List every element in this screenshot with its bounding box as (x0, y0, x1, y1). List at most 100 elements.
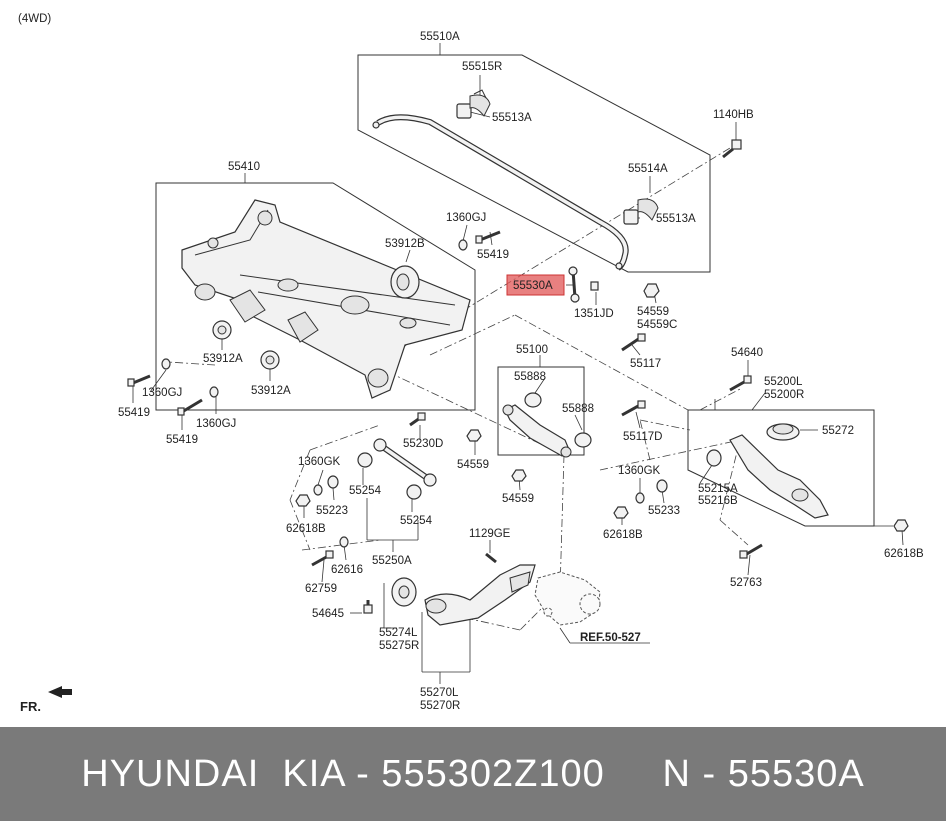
trailing-link-55250A (373, 438, 437, 487)
bolt-55117D (621, 400, 646, 417)
label-55514A: 55514A (628, 163, 668, 175)
lower-arm-55200 (729, 434, 829, 519)
label-62618B-mid: 62618B (603, 529, 643, 541)
label-1360GJ-bottom: 1360GJ (196, 418, 236, 430)
bolt-54640 (729, 375, 752, 392)
label-52763: 52763 (730, 577, 762, 589)
bushing-55888-a (524, 392, 542, 408)
label-55419-left: 55419 (118, 407, 150, 419)
front-arrow-icon (48, 686, 72, 698)
stabilizer-bar (372, 114, 629, 271)
label-1129GE: 1129GE (469, 528, 511, 540)
nut-54559-upper (643, 283, 660, 298)
label-53912A-left: 53912A (203, 353, 243, 365)
trailing-arm-55270 (424, 564, 536, 626)
bolts-55419 (127, 230, 501, 416)
parts-diagram-svg: (4WD) 55510A 55515R 55513A 1140HB 55514A… (18, 13, 924, 714)
label-1360GJ-top: 1360GJ (446, 212, 486, 224)
bolt-55230D (409, 412, 426, 427)
label-55200R: 55200R (764, 389, 804, 401)
label-55419-top: 55419 (477, 249, 509, 261)
label-55419-bottom: 55419 (166, 434, 198, 446)
label-54640: 54640 (731, 347, 763, 359)
label-62759: 62759 (305, 583, 337, 595)
label-55888-a: 55888 (514, 371, 546, 383)
crossmember-55410 (181, 199, 471, 399)
bushing-55888-b (574, 432, 592, 448)
label-54559C: 54559C (637, 319, 677, 331)
bushing-55274L (391, 577, 417, 607)
stabilizer-bushing-upper (456, 89, 491, 119)
part-number-banner: HYUNDAI KIA - 555302Z100 N - 55530A (0, 727, 946, 821)
label-55117: 55117 (630, 358, 661, 370)
bolt-52763 (739, 543, 763, 559)
variant-label: (4WD) (18, 13, 51, 25)
label-55233: 55233 (648, 505, 680, 517)
stabilizer-box (357, 54, 711, 273)
label-55100: 55100 (516, 344, 548, 356)
label-1140HB: 1140HB (713, 109, 754, 121)
label-62618B-left: 62618B (286, 523, 326, 535)
label-55275R: 55275R (379, 640, 419, 652)
control-arm-box (497, 366, 585, 456)
spring-seat-55272 (766, 423, 800, 441)
label-62618B-right: 62618B (884, 548, 924, 560)
label-55510A: 55510A (420, 31, 460, 43)
label-54559-low: 54559 (502, 493, 534, 505)
part-labels: (4WD) 55510A 55515R 55513A 1140HB 55514A… (18, 13, 924, 714)
label-55254-a: 55254 (349, 485, 382, 497)
label-53912B: 53912B (385, 238, 425, 250)
label-1360GK-left: 1360GK (298, 456, 341, 468)
lower-arm-box (687, 409, 875, 527)
washer-55223 (327, 475, 339, 489)
label-55513A-lower: 55513A (656, 213, 696, 225)
nuts-54559 (466, 429, 527, 482)
label-55274L: 55274L (379, 627, 418, 639)
highlight-box (506, 274, 565, 296)
label-front: FR. (20, 699, 41, 714)
label-55223: 55223 (316, 505, 348, 517)
bolt-62759 (311, 550, 334, 567)
label-55270R: 55270R (420, 700, 460, 712)
control-arm-55100 (502, 404, 572, 458)
label-1360GK-right: 1360GK (618, 465, 661, 477)
washers-1360GK (313, 484, 645, 504)
label-54645: 54645 (312, 608, 344, 620)
bolt-54645 (363, 600, 373, 614)
label-55515R: 55515R (462, 61, 502, 73)
label-55272: 55272 (822, 425, 854, 437)
label-55530A: 55530A (513, 280, 553, 292)
bolt-55117 (621, 333, 646, 352)
label-55270L: 55270L (420, 687, 459, 699)
bushings-55254 (357, 452, 422, 500)
bolt-1140HB (722, 139, 742, 159)
nuts-62618B (295, 494, 909, 532)
stabilizer-bushing-lower (623, 198, 659, 225)
bushing-53912A-left (212, 320, 232, 340)
label-ref-50-527: REF.50-527 (580, 632, 641, 644)
group-boxes (155, 54, 875, 527)
washer-55233 (656, 479, 668, 493)
label-53912A-right: 53912A (251, 385, 291, 397)
stabilizer-link-55530A (568, 266, 599, 303)
label-55200L: 55200L (764, 376, 803, 388)
washer-62616 (339, 536, 349, 548)
label-55230D: 55230D (403, 438, 443, 450)
bolt-1129GE (485, 552, 497, 564)
crossmember-box (155, 182, 476, 411)
label-55117D: 55117D (623, 431, 662, 443)
washers-1360GJ (161, 239, 468, 398)
parts-diagram: (4WD) 55510A 55515R 55513A 1140HB 55514A… (18, 13, 924, 714)
part-number-text: HYUNDAI KIA - 555302Z100 N - 55530A (81, 752, 865, 795)
label-1351JD: 1351JD (574, 308, 614, 320)
label-55250A: 55250A (372, 555, 412, 567)
label-62616: 62616 (331, 564, 363, 576)
label-55215A: 55215A (698, 483, 738, 495)
bushing-53912B (390, 265, 420, 299)
label-55216B: 55216B (698, 495, 738, 507)
bushing-55215A (706, 449, 722, 467)
label-55513A-upper: 55513A (492, 112, 532, 124)
label-55254-b: 55254 (400, 515, 433, 527)
label-54559-mid: 54559 (457, 459, 489, 471)
label-54559-top: 54559 (637, 306, 669, 318)
